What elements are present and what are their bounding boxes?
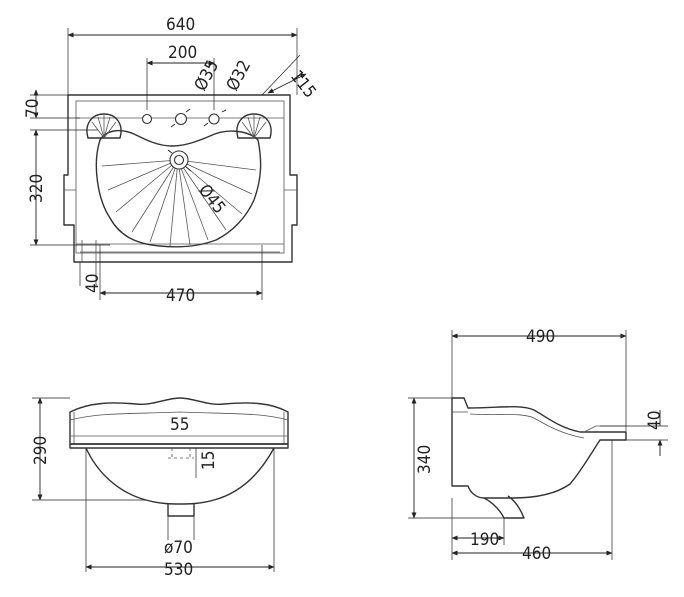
tap-hole-center [174, 112, 188, 126]
tap-hole-left [141, 113, 153, 125]
side-view: 490 40 340 190 460 [408, 327, 668, 564]
right-rim-shell [236, 113, 272, 139]
dim-200: 200 [168, 43, 197, 63]
top-view-leg-marks [81, 240, 97, 262]
dim-40-front: 40 [83, 274, 103, 293]
shell-ribs [101, 159, 257, 247]
dim-15: 15 [199, 451, 219, 470]
front-view-bowl [85, 447, 275, 505]
front-view-top-rim [69, 397, 289, 445]
top-view-front-step [76, 243, 284, 253]
dim-40-side: 40 [645, 411, 665, 430]
dim-waste-hole: Ø45 [194, 181, 229, 218]
dim-640: 640 [166, 15, 195, 35]
waste-hole-inner [173, 154, 185, 166]
dim-70: 70 [23, 99, 43, 118]
side-view-outline [451, 397, 627, 499]
dim-320: 320 [27, 174, 47, 203]
tap-hole-right [208, 113, 220, 125]
top-view: 640 200 Ø35 Ø32 115 70 320 Ø45 40 470 [23, 15, 320, 306]
dim-460: 460 [522, 544, 551, 564]
front-view-waste [167, 504, 195, 517]
dim-490: 490 [526, 327, 555, 347]
top-view-inner-rim [75, 100, 285, 254]
dim-340: 340 [415, 445, 435, 474]
front-view: 290 55 15 ø70 530 [31, 397, 289, 580]
dim-tap-hole-2: Ø32 [223, 57, 255, 94]
shell-bowl [95, 129, 262, 248]
dim-290: 290 [31, 436, 51, 465]
dim-115: 115 [286, 67, 320, 102]
left-rim-shell [86, 113, 122, 139]
dim-190: 190 [470, 530, 499, 550]
top-view-outline [63, 94, 298, 263]
dim-line-115 [267, 73, 307, 94]
dim-55: 55 [170, 415, 189, 435]
side-view-bracket [483, 495, 525, 519]
dim-waste-diameter: ø70 [164, 538, 193, 558]
dim-470: 470 [166, 286, 195, 306]
dim-530: 530 [164, 560, 193, 580]
